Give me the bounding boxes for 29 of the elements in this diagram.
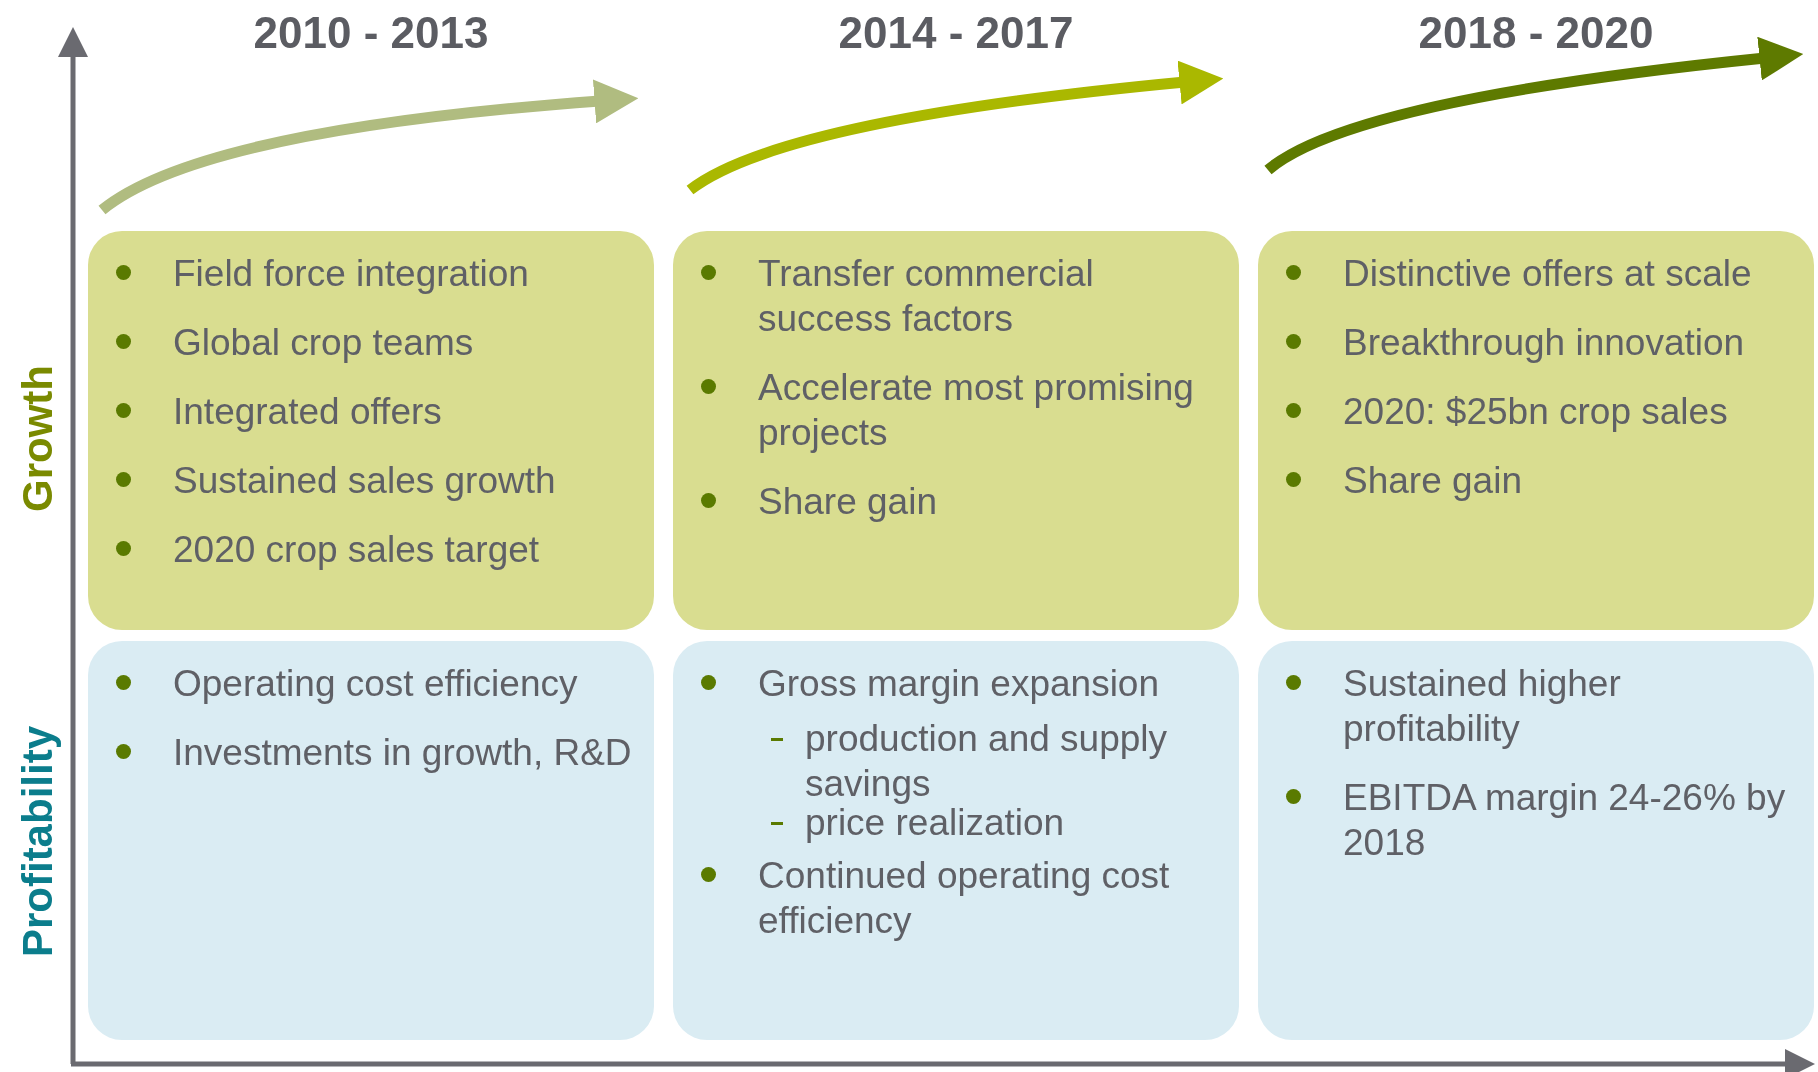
list-item: Accelerate most promising projects	[758, 366, 1195, 455]
axis-label: Profitability	[14, 726, 62, 958]
list-item: Share gain	[758, 480, 937, 524]
list-item: Integrated offers	[173, 390, 442, 434]
list-item: Investments in growth, R&D	[173, 731, 632, 775]
list-item: Sustained sales growth	[173, 459, 556, 503]
list-item: Operating cost efficiency	[173, 662, 578, 706]
list-item: Share gain	[1343, 459, 1522, 503]
list-item: Sustained higher profitability	[1343, 662, 1622, 751]
list-item: Global crop teams	[173, 321, 474, 365]
list-item: Gross margin expansion	[758, 662, 1160, 706]
period-heading: 2018 - 2020	[1417, 8, 1655, 58]
growth-panel	[1258, 231, 1814, 630]
growth-panel	[673, 231, 1239, 630]
list-item: EBITDA margin 24-26% by 2018	[1343, 776, 1787, 865]
list-item: Breakthrough innovation	[1343, 321, 1745, 365]
profitability-panel	[673, 641, 1239, 1040]
profitability-panel	[88, 641, 654, 1040]
list-item: 2020: $25bn crop sales	[1343, 390, 1728, 434]
profitability-panel	[1258, 641, 1814, 1040]
period-heading: 2014 - 2017	[837, 8, 1075, 58]
axis-label: Growth	[14, 365, 62, 512]
list-item: 2020 crop sales target	[173, 528, 540, 572]
list-item: Transfer commercial success factors	[758, 252, 1095, 341]
list-item: Distinctive offers at scale	[1343, 252, 1752, 296]
list-item: Field force integration	[173, 252, 529, 296]
list-item: Continued operating cost efficiency	[758, 854, 1171, 943]
period-heading: 2010 - 2013	[252, 8, 490, 58]
growth-panel	[88, 231, 654, 630]
